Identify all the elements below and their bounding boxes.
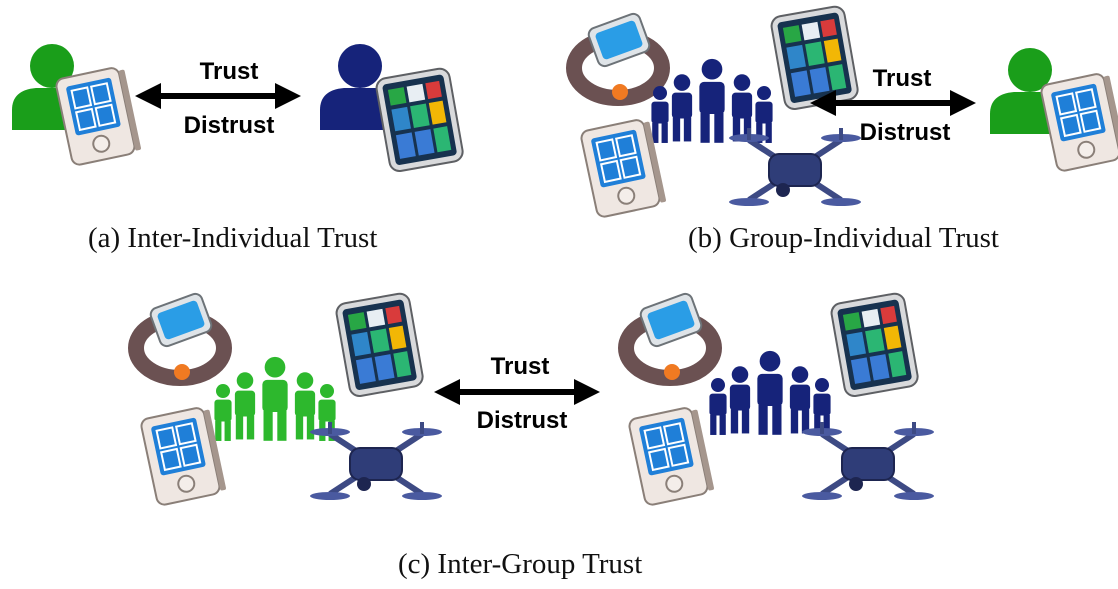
drone-icon [310,422,442,500]
group-icon [214,356,336,441]
drone-icon [729,128,861,206]
panel-c: Trust Distrust [136,291,934,508]
smartwatch-icon [626,292,714,380]
thermostat-icon [139,404,228,508]
tablet-icon [769,4,861,112]
double-arrow-icon [810,90,976,116]
double-arrow-icon [135,83,301,109]
tablet-icon [829,291,921,399]
panel-a: Trust Distrust [12,44,466,174]
thermostat-icon [54,64,143,168]
thermostat-icon [1039,70,1118,174]
smartwatch-icon [574,12,662,100]
caption-b: (b) Group-Individual Trust [688,222,999,254]
distrust-label: Distrust [860,119,951,146]
tablet-icon [334,291,426,399]
smartwatch-icon [136,292,224,380]
caption-a: (a) Inter-Individual Trust [88,222,378,254]
panel-b: Trust Distrust [574,4,1118,220]
trust-label: Trust [873,65,932,92]
thermostat-icon [627,404,716,508]
drone-icon [802,422,934,500]
double-arrow-icon [434,379,600,405]
distrust-label: Distrust [477,407,568,434]
tablet-icon [374,66,466,174]
trust-label: Trust [200,58,259,85]
caption-c: (c) Inter-Group Trust [398,548,643,580]
distrust-label: Distrust [184,112,275,139]
group-icon [709,350,831,435]
trust-label: Trust [491,353,550,380]
